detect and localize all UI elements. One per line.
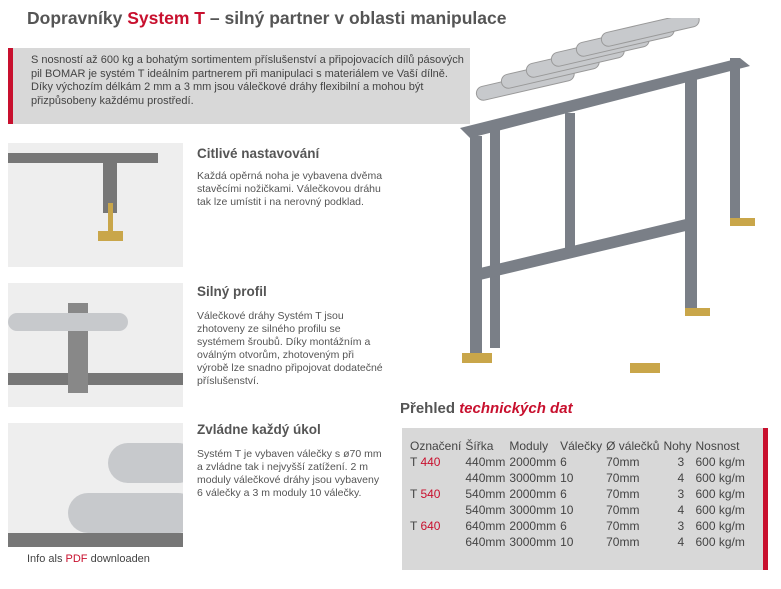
prumer-cell: 70mm — [606, 455, 640, 469]
nohy-cell: 3 — [677, 487, 685, 501]
section-heading: Citlivé nastavování — [197, 146, 320, 161]
nohy-cell: 4 — [677, 471, 685, 485]
intro-box: S nosností až 600 kg a bohatým sortiment… — [8, 48, 470, 124]
column-header: Nohy — [663, 439, 692, 453]
prumer-cell: 70mm — [606, 471, 640, 485]
valecky-cell: 10 — [560, 503, 574, 517]
rollers-image — [8, 423, 183, 547]
column-header: Nosnost — [695, 439, 740, 453]
moduly-cell: 3000mm — [509, 535, 557, 549]
tech-data-heading: Přehled technických dat — [400, 400, 573, 417]
nosnost-cell: 600 kg/m — [695, 455, 745, 469]
moduly-cell: 2000mm — [509, 455, 557, 469]
prumer-cell: 70mm — [606, 503, 640, 517]
nohy-cell: 4 — [677, 503, 685, 517]
moduly-cell: 3000mm — [509, 471, 557, 485]
column-header: Ø válečků — [606, 439, 660, 453]
model-cell — [410, 502, 465, 518]
model-number: 440 — [420, 455, 441, 469]
nosnost-cell: 600 kg/m — [695, 503, 745, 517]
sirka-cell: 440mm — [465, 471, 506, 485]
sirka-cell: 640mm — [465, 519, 506, 533]
column-header: Šířka — [465, 439, 494, 453]
model-number: 540 — [420, 487, 441, 501]
adjustable-feet-image — [8, 143, 183, 267]
model-prefix: T — [410, 519, 421, 533]
nohy-cell: 3 — [677, 519, 685, 533]
nohy-cell: 3 — [677, 455, 685, 469]
strong-profile-image — [8, 283, 183, 407]
model-cell: T 640 — [410, 518, 465, 534]
model-cell — [410, 534, 465, 550]
model-cell: T 540 — [410, 486, 465, 502]
model-number: 640 — [420, 519, 441, 533]
column-header: Válečky — [560, 439, 603, 453]
valecky-cell: 6 — [560, 455, 567, 469]
section-text: Válečkové dráhy Systém T jsou zhotoveny … — [197, 310, 383, 387]
column-header: Označení — [410, 439, 462, 453]
nosnost-cell: 600 kg/m — [695, 535, 745, 549]
sirka-cell: 640mm — [465, 535, 506, 549]
model-cell: T 440 — [410, 454, 465, 470]
sirka-cell: 540mm — [465, 487, 506, 501]
sirka-cell: 540mm — [465, 503, 506, 517]
model-prefix: T — [410, 455, 421, 469]
moduly-cell: 3000mm — [509, 503, 557, 517]
prumer-cell: 70mm — [606, 535, 640, 549]
footer-download: Info als PDF downloaden — [27, 553, 150, 565]
column-header: Moduly — [509, 439, 549, 453]
nohy-cell: 4 — [677, 535, 685, 549]
sirka-cell: 440mm — [465, 455, 506, 469]
prumer-cell: 70mm — [606, 519, 640, 533]
valecky-cell: 10 — [560, 535, 574, 549]
prumer-cell: 70mm — [606, 487, 640, 501]
model-prefix: T — [410, 487, 421, 501]
section-heading: Silný profil — [197, 284, 267, 299]
valecky-cell: 6 — [560, 519, 567, 533]
section-text: Každá opěrná noha je vybavena dvěma stav… — [197, 170, 383, 208]
nosnost-cell: 600 kg/m — [695, 487, 745, 501]
roller-conveyor-image — [460, 18, 755, 373]
nosnost-cell: 600 kg/m — [695, 519, 745, 533]
nosnost-cell: 600 kg/m — [695, 471, 745, 485]
moduly-cell: 2000mm — [509, 487, 557, 501]
section-heading: Zvládne každý úkol — [197, 422, 321, 437]
section-text: Systém T je vybaven válečky s ø70 mm a z… — [197, 448, 382, 499]
moduly-cell: 2000mm — [509, 519, 557, 533]
model-cell — [410, 470, 465, 486]
valecky-cell: 10 — [560, 471, 574, 485]
pdf-download-link[interactable]: PDF — [65, 553, 88, 565]
valecky-cell: 6 — [560, 487, 567, 501]
page-title: Dopravníky System T – silný partner v ob… — [27, 8, 507, 28]
